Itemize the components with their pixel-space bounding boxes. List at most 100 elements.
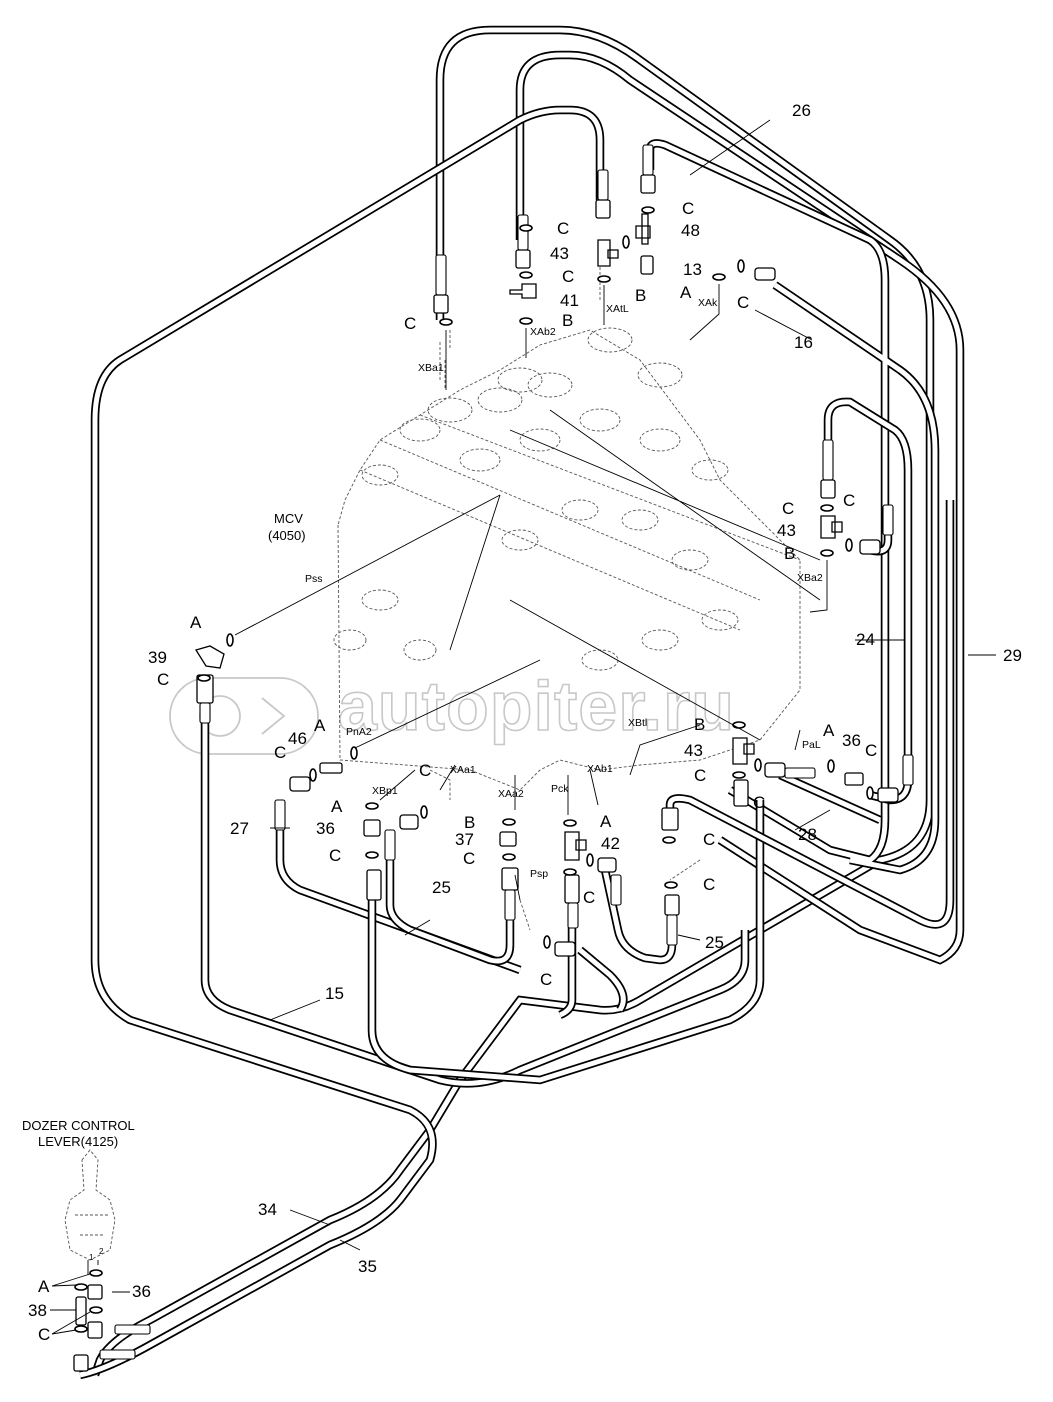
fitting (399, 814, 419, 830)
watermark: autopiter.ru (169, 666, 735, 755)
port-label: XBa2 (797, 572, 823, 584)
o-ring (74, 1283, 88, 1291)
o-ring (866, 786, 874, 800)
elbow-41 (509, 283, 537, 299)
watermark-arrow-icon (261, 697, 286, 735)
seal-label: C (843, 491, 855, 510)
o-ring (543, 935, 551, 949)
part-number: 48 (681, 221, 700, 240)
part-number: 24 (856, 630, 875, 649)
fitting (564, 874, 580, 904)
o-ring (502, 853, 516, 861)
part-number: 25 (432, 878, 451, 897)
mcv-label: MCV (274, 511, 303, 526)
seal-label: A (823, 721, 835, 740)
fitting (610, 874, 622, 906)
leader-lines (234, 119, 996, 1251)
part-number: 36 (316, 819, 335, 838)
part-number: 38 (28, 1301, 47, 1320)
fitting (435, 254, 447, 296)
port-label: Psp (530, 868, 548, 880)
fitting (597, 169, 609, 201)
seal-label: B (562, 311, 573, 330)
lever-port-label: 2 (99, 1247, 104, 1256)
o-ring (820, 549, 834, 557)
fitting (595, 199, 611, 219)
hose-28 (665, 500, 955, 929)
fitting (784, 767, 816, 779)
part-number: 43 (684, 741, 703, 760)
o-ring (732, 771, 746, 779)
fitting (820, 479, 836, 499)
seal-label: C (682, 199, 694, 218)
mcv-outline (333, 260, 801, 931)
seal-label: A (38, 1277, 50, 1296)
seal-label: A (680, 283, 692, 302)
seal-label: C (540, 970, 552, 989)
fitting (87, 1321, 103, 1339)
adapter-37 (499, 831, 517, 847)
o-ring (712, 273, 726, 281)
fitting (664, 894, 680, 916)
watermark-text: autopiter.ru (338, 667, 735, 745)
hose-26 (79, 105, 605, 1380)
adapter-36-lever (87, 1284, 103, 1300)
part-number: 35 (358, 1257, 377, 1276)
o-ring (350, 746, 358, 760)
fitting (199, 702, 211, 724)
fitting (515, 249, 531, 269)
part-number: 13 (683, 260, 702, 279)
adapter-46 (319, 762, 343, 774)
o-ring (365, 851, 379, 859)
seal-label: B (694, 715, 705, 734)
part-number: 36 (842, 731, 861, 750)
part-number: 27 (230, 819, 249, 838)
tee-43-right (820, 515, 843, 539)
seal-label: C (703, 875, 715, 894)
part-number: 43 (550, 244, 569, 263)
seal-label: C (38, 1325, 50, 1344)
seal-label: B (635, 286, 646, 305)
seal-label: C (583, 888, 595, 907)
dozer-control-lever (64, 1149, 116, 1275)
adapters (75, 213, 864, 1326)
adapter-13 (640, 255, 654, 275)
tee-42 (564, 831, 587, 861)
o-ring (502, 818, 516, 826)
seal-label: C (419, 761, 431, 780)
o-ring (732, 721, 746, 729)
hose-29 (515, 50, 965, 965)
o-ring (563, 819, 577, 827)
o-ring (662, 836, 676, 844)
lever-port-label: 1 (89, 1253, 94, 1262)
o-ring (365, 802, 379, 810)
fitting (433, 294, 449, 314)
seal-label: A (331, 797, 343, 816)
hose-15 (90, 25, 935, 1377)
port-label: Pss (305, 573, 323, 585)
seal-label: C (562, 267, 574, 286)
seal-label: C (404, 314, 416, 333)
port-label: XAb2 (530, 326, 556, 338)
part-number: 16 (794, 333, 813, 352)
o-ring (664, 881, 678, 889)
tee-43-lower (732, 737, 755, 765)
port-label: XAb1 (587, 763, 613, 775)
port-label: PaL (802, 739, 821, 751)
part-number: 29 (1003, 646, 1022, 665)
o-ring (754, 758, 762, 772)
mcv-code: (4050) (268, 528, 306, 543)
o-ring (89, 1269, 103, 1277)
o-ring (420, 805, 428, 819)
o-ring (74, 1325, 88, 1333)
seal-label: C (157, 670, 169, 689)
dozer-lever-label: DOZER CONTROL (22, 1118, 135, 1133)
watermark-logo-shape (169, 677, 319, 755)
seal-label: C (737, 293, 749, 312)
o-ring (563, 868, 577, 876)
part-number: 26 (792, 101, 811, 120)
o-ring (439, 318, 453, 326)
part-number: 42 (601, 834, 620, 853)
port-label: PnA2 (346, 726, 372, 738)
